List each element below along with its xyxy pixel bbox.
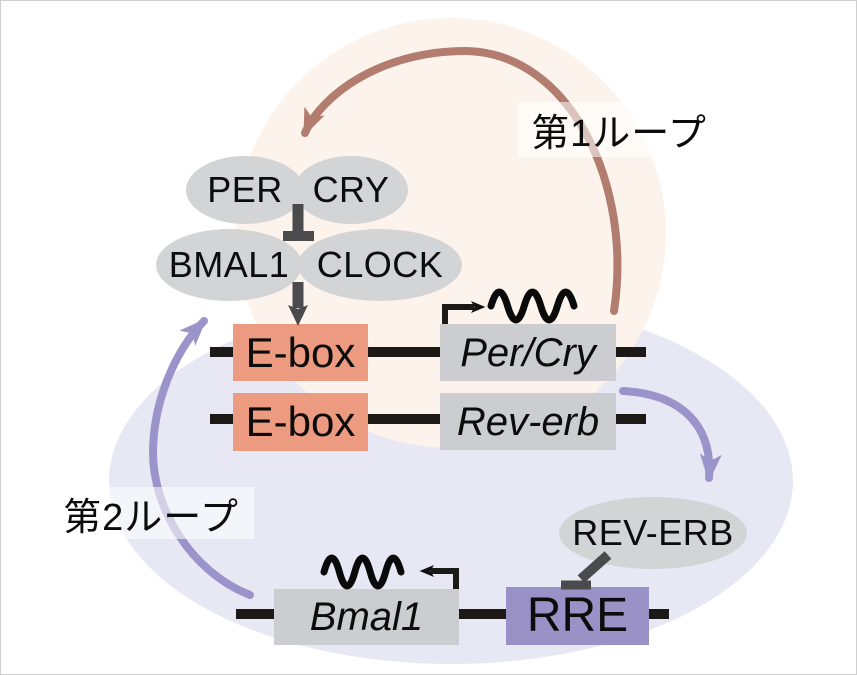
loop2-label: 第2ループ	[48, 487, 254, 539]
per-protein-ellipse: PER	[186, 156, 304, 224]
bmal1-gene-box: Bmal1	[274, 589, 459, 645]
e-box-element-row2: E-box	[233, 393, 368, 451]
cry-protein-label: CRY	[312, 169, 390, 210]
bmal1-protein-label: BMAL1	[168, 244, 290, 285]
loop1-label: 第1ループ	[518, 102, 720, 157]
loop1-background-blob	[236, 18, 666, 448]
bmal1-gene-label: Bmal1	[309, 595, 424, 639]
cry-protein-ellipse: CRY	[294, 156, 408, 224]
rev-erb-gene-label: Rev-erb	[456, 399, 600, 444]
loop1-label-text: 第1ループ	[531, 113, 707, 155]
e-box-element-row1: E-box	[233, 324, 368, 381]
e-box-row1-label: E-box	[245, 328, 356, 376]
rev-erb-gene-box: Rev-erb	[440, 393, 616, 450]
rev-erb-protein-ellipse: REV-ERB	[559, 497, 747, 569]
rre-element-box: RRE	[506, 587, 649, 645]
rre-label: RRE	[526, 589, 629, 642]
clock-protein-label: CLOCK	[316, 244, 444, 285]
bmal1-protein-ellipse: BMAL1	[156, 229, 302, 301]
rev-erb-protein-label: REV-ERB	[572, 512, 734, 553]
clock-protein-ellipse: CLOCK	[298, 229, 462, 301]
per-protein-label: PER	[207, 169, 283, 210]
e-box-row2-label: E-box	[245, 398, 356, 445]
loop2-label-text: 第2ループ	[63, 496, 239, 539]
per-cry-gene-box: Per/Cry	[440, 324, 616, 381]
per-cry-gene-label: Per/Cry	[460, 330, 596, 375]
